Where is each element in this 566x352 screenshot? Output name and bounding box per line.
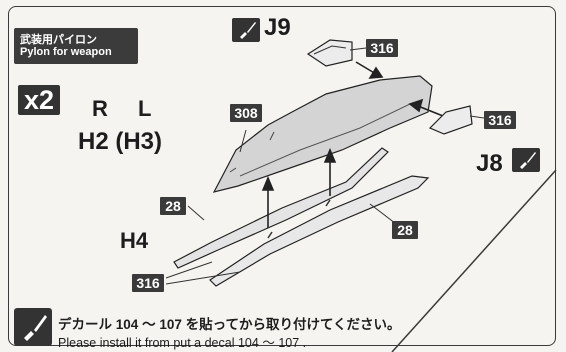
fin-j8-label: J8 [476,150,503,177]
paint-brush-icon [14,308,52,346]
pylon-body [212,75,433,193]
paint-code-308: 308 [230,104,262,122]
rail-part [173,147,389,269]
rail-part-lower [209,175,430,287]
instruction-frame [8,6,556,346]
title-jp: 武装用パイロン [20,34,97,46]
fin-j8 [428,105,473,135]
paint-brush-icon [232,18,260,42]
rail-part-label: H4 [120,228,149,253]
fin-j9 [306,39,353,67]
quantity-badge: x2 [18,85,60,115]
paint-code-316-front: 316 [484,111,516,129]
title-en: Pylon for weapon [20,46,112,58]
pylon-part-label: H2 (H3) [78,128,163,155]
decal-number-to: 107 [159,317,182,332]
right-side-label: R [92,96,108,121]
decal-number-from: 104 [115,317,139,332]
paint-brush-icon [512,148,540,172]
fin-j9-label: J9 [264,14,291,41]
paint-code-28-lower: 28 [392,221,418,239]
decal-note-jp: デカール 104 〜 107 を貼ってから取り付けてください。 [58,317,401,332]
paint-code-316-bottom: 316 [132,274,164,292]
left-side-label: L [138,96,152,121]
decal-note-en: Please install it from put a decal 104 〜… [58,336,307,350]
paint-code-28-upper: 28 [160,197,186,215]
paint-code-316-top: 316 [366,39,398,57]
title-box: 武装用パイロン Pylon for weapon [14,28,138,64]
